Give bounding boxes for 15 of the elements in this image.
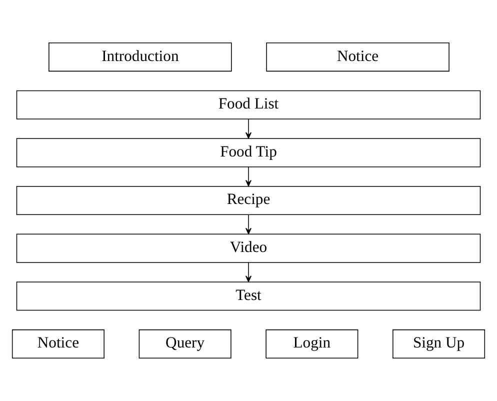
node-box: Food Tip [16,138,481,168]
node-box: Notice [12,329,104,358]
node-box: Query [138,329,232,358]
node-box: Test [16,282,481,311]
arrow [245,166,252,187]
arrow [245,214,252,234]
node-box: Sign Up [392,329,486,358]
arrow [245,118,252,139]
node-box: Notice [266,42,450,72]
arrow [245,262,252,282]
node-box: Login [266,329,358,358]
node-box: Video [16,234,481,263]
node-box: Recipe [16,186,481,216]
node-box: Food List [16,90,481,120]
node-box: Introduction [48,42,232,72]
